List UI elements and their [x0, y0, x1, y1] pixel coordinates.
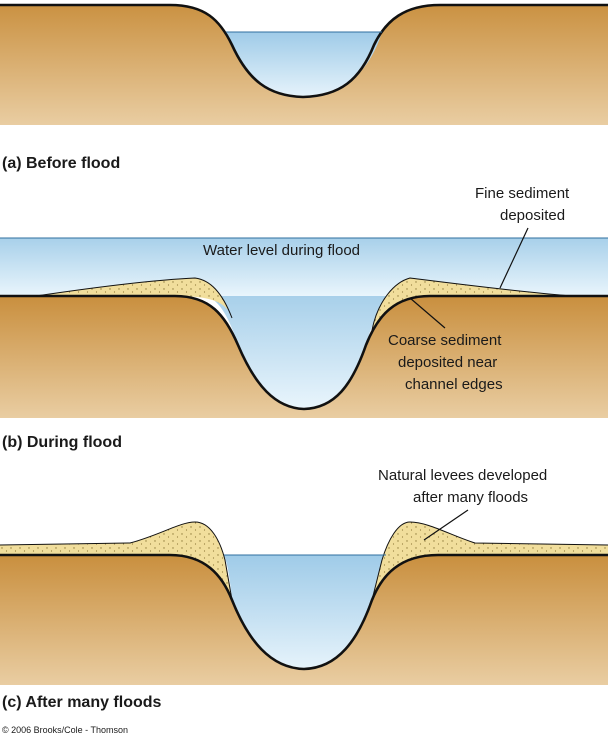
- channel-water-c: [224, 555, 386, 669]
- copyright-notice: © 2006 Brooks/Cole - Thomson: [2, 725, 128, 735]
- levee-right-edge: [371, 521, 608, 601]
- levees-label-1: Natural levees developed: [378, 467, 547, 484]
- coarse-sediment-label-3: channel edges: [405, 376, 503, 393]
- caption-c: (c) After many floods: [2, 694, 162, 711]
- channel-water-b: [206, 296, 400, 409]
- panel-during-flood: Water level during flood Fine sediment d…: [0, 185, 608, 451]
- caption-b: (b) During flood: [2, 434, 122, 451]
- flood-water: [0, 238, 608, 296]
- levee-right: [372, 522, 608, 600]
- coarse-sediment-leader: [409, 297, 446, 329]
- ground-c: [0, 555, 608, 685]
- coarse-sediment-label-1: Coarse sediment: [388, 332, 502, 349]
- profile-b: [0, 294, 608, 411]
- levees-leader: [423, 509, 469, 541]
- coarse-sediment-label-2: deposited near: [398, 354, 497, 371]
- fine-sediment-label-1: Fine sediment: [475, 185, 570, 202]
- ground-b: [0, 296, 608, 418]
- panel-after-floods: Natural levees developed after many floo…: [0, 467, 608, 711]
- fine-sediment-left: [36, 278, 228, 310]
- channel-water-a: [226, 32, 382, 97]
- caption-a: (a) Before flood: [2, 155, 120, 172]
- fine-sediment-label-2: deposited: [500, 207, 565, 224]
- fine-sediment-leader: [499, 227, 529, 289]
- sediment-edge-right: [371, 277, 573, 331]
- coarse-sediment-right: [372, 278, 572, 330]
- levees-label-2: after many floods: [413, 489, 528, 506]
- sky-a: [0, 0, 608, 32]
- levee-left-edge: [0, 521, 233, 601]
- sediment-edge-left: [35, 277, 233, 319]
- levee-left: [0, 522, 232, 600]
- panel-before-flood: (a) Before flood: [0, 0, 608, 172]
- profile-a: [0, 3, 608, 99]
- water-level-label: Water level during flood: [203, 242, 360, 259]
- profile-c: [0, 553, 608, 671]
